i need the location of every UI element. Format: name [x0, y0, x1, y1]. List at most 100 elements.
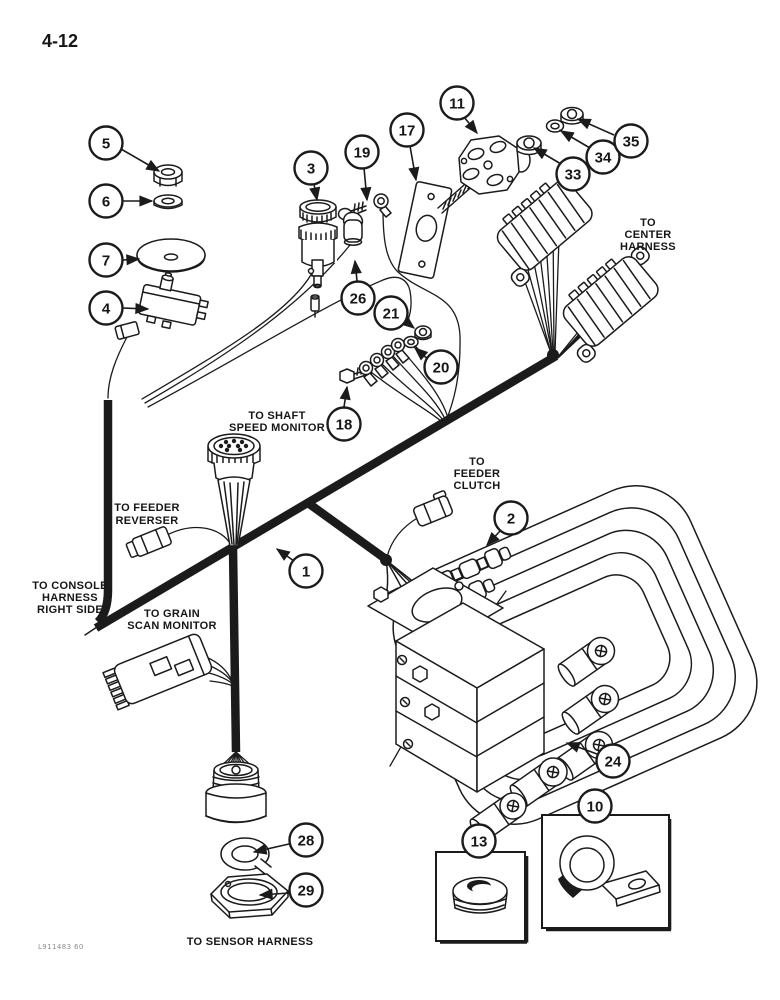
callout-4: 4: [88, 290, 124, 326]
boot-26-part: [342, 211, 364, 246]
svg-text:33: 33: [565, 166, 582, 183]
callout-13: 13: [461, 823, 497, 859]
callout-33-arrow: [532, 147, 562, 165]
callout-18: 18: [326, 406, 362, 442]
callout-28-arrow: [252, 843, 290, 855]
label-to-console-harness-right-side: TO CONSOLE HARNESS RIGHT SIDE: [32, 580, 108, 616]
callout-26-arrow: [350, 259, 362, 282]
nut-33-part: [516, 135, 542, 156]
callout-7-arrow: [122, 254, 141, 266]
hex-nut-5-part: [153, 164, 183, 187]
callout-6: 6: [88, 183, 124, 219]
svg-text:26: 26: [350, 290, 367, 307]
label-to-feeder-reverser: TO FEEDER REVERSER: [114, 502, 179, 527]
callout-3-arrow: [309, 183, 321, 202]
svg-text:20: 20: [433, 359, 450, 376]
feeder-reverser-connector: [125, 526, 172, 559]
callout-2: 2: [493, 500, 529, 536]
lock-washer-28-part: [220, 837, 272, 875]
svg-text:RIGHT SIDE: RIGHT SIDE: [37, 604, 103, 616]
ring-terminal-19-part: [373, 193, 392, 218]
svg-text:24: 24: [605, 753, 622, 770]
svg-text:HARNESS: HARNESS: [620, 241, 676, 253]
svg-text:TO SHAFT: TO SHAFT: [248, 410, 305, 422]
label-to-sensor-harness: TO SENSOR HARNESS: [187, 936, 313, 948]
svg-text:6: 6: [102, 193, 110, 210]
svg-text:3: 3: [307, 160, 315, 177]
photo-id: L911483 60: [38, 943, 84, 951]
callout-19: 19: [344, 134, 380, 170]
svg-text:1: 1: [302, 563, 310, 580]
callout-29: 29: [288, 872, 324, 908]
svg-text:7: 7: [102, 252, 110, 269]
label-to-shaft-speed-monitor: TO SHAFT SPEED MONITOR: [229, 410, 325, 434]
label-to-grain-scan-monitor: TO GRAIN SCAN MONITOR: [127, 608, 216, 632]
callout-7: 7: [88, 242, 124, 278]
micro-switch-4-part: [114, 272, 209, 340]
label-to-feeder-clutch: TO FEEDER CLUTCH: [453, 456, 500, 492]
svg-text:TO CONSOLE: TO CONSOLE: [32, 580, 108, 592]
callout-24: 24: [595, 743, 631, 779]
svg-text:TO: TO: [640, 217, 656, 229]
callout-18-arrow: [339, 385, 351, 408]
callout-24-arrow: [565, 742, 598, 755]
callout-3: 3: [293, 150, 329, 186]
callout-4-arrow: [122, 302, 150, 315]
inset-box-13: [435, 851, 529, 944]
callout-20: 20: [423, 349, 459, 385]
svg-text:19: 19: [354, 144, 371, 161]
callout-1-arrow: [275, 548, 295, 562]
svg-text:TO: TO: [469, 456, 485, 468]
callout-34: 34: [585, 139, 621, 175]
svg-text:SPEED MONITOR: SPEED MONITOR: [229, 422, 325, 434]
callout-11-arrow: [463, 116, 478, 135]
svg-text:TO FEEDER: TO FEEDER: [114, 502, 179, 514]
sensor-harness-connector: [205, 761, 267, 824]
inset-box-10: [541, 814, 672, 932]
svg-text:29: 29: [298, 882, 315, 899]
svg-text:CENTER: CENTER: [624, 229, 671, 241]
svg-text:REVERSER: REVERSER: [116, 515, 179, 527]
plate-17-part: [397, 177, 477, 279]
grain-scan-connector: [102, 633, 213, 711]
lock-washer-34-part: [545, 119, 565, 134]
callout-10: 10: [577, 788, 613, 824]
svg-text:4: 4: [102, 300, 111, 317]
callout-28: 28: [288, 822, 324, 858]
callout-26: 26: [340, 280, 376, 316]
callout-19-arrow: [360, 167, 372, 202]
callout-17-arrow: [408, 145, 420, 182]
feeder-clutch-connector: [413, 490, 453, 527]
shaft-speed-connector: [207, 433, 261, 547]
center-harness-connector-lower: [562, 246, 659, 363]
callout-balloons: 5 6 7 4 3 19 17 11 33 34 35 26 21 20 18 …: [88, 85, 649, 908]
svg-text:34: 34: [595, 149, 612, 166]
svg-text:5: 5: [102, 135, 110, 152]
svg-text:2: 2: [507, 510, 515, 527]
svg-text:FEEDER: FEEDER: [454, 468, 500, 480]
svg-text:18: 18: [336, 416, 353, 433]
callout-5: 5: [88, 125, 124, 161]
callout-5-arrow: [120, 148, 161, 172]
callout-33: 33: [555, 156, 591, 192]
svg-text:28: 28: [298, 832, 315, 849]
nut-35-part: [560, 106, 584, 125]
svg-text:13: 13: [471, 833, 488, 850]
hex-ring-nut-29-part: [210, 873, 289, 919]
callout-35: 35: [613, 123, 649, 159]
svg-text:21: 21: [383, 305, 400, 322]
terminal-cluster: [339, 325, 432, 387]
svg-text:11: 11: [449, 95, 465, 112]
callout-17: 17: [389, 112, 425, 148]
callout-29-arrow: [258, 888, 290, 900]
callout-35-arrow: [576, 118, 615, 136]
svg-text:CLUTCH: CLUTCH: [453, 480, 500, 492]
disc-washer-7-part: [136, 238, 206, 273]
svg-text:17: 17: [399, 122, 416, 139]
svg-text:TO GRAIN: TO GRAIN: [144, 608, 200, 620]
label-to-center-harness: TO CENTER HARNESS: [620, 217, 676, 253]
svg-text:35: 35: [623, 133, 640, 150]
clamp-10-part: [558, 835, 661, 907]
